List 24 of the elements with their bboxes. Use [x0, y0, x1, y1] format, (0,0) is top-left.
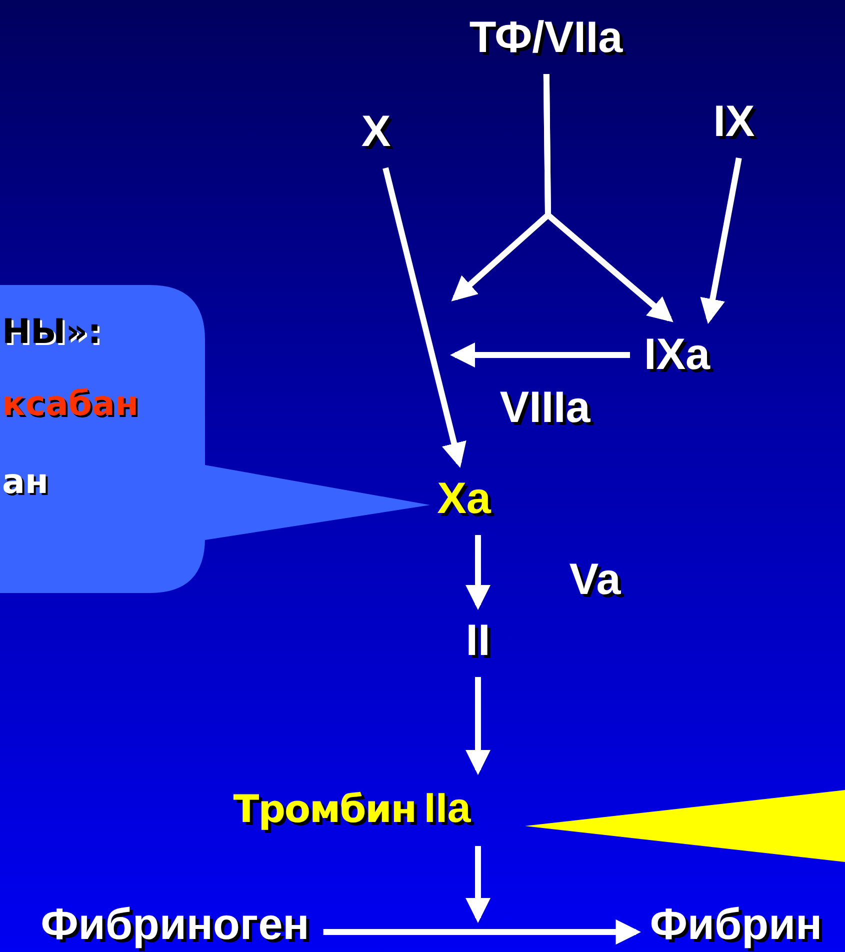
factor-label: Xa [437, 477, 491, 521]
arrow [465, 846, 491, 924]
callout-pointer [525, 790, 845, 862]
arrow [450, 342, 630, 368]
edge-label: Va [569, 558, 621, 602]
arrow [465, 677, 491, 776]
callout-text: ан [2, 465, 48, 499]
factor-label: X [361, 110, 391, 154]
factor-label: IIa [424, 784, 471, 832]
callout-text: НЫ»: [2, 315, 102, 349]
arrow [700, 157, 742, 324]
factor-label: Фибриноген [40, 903, 310, 947]
factor-label: II [466, 619, 490, 663]
arrow [323, 919, 641, 945]
factor-label: Фибрин [650, 903, 822, 947]
edge-label: VIIIa [500, 386, 590, 430]
arrow [465, 535, 491, 610]
factor-label: Тромбин [233, 787, 416, 831]
factor-label: IXa [644, 333, 710, 377]
callout-text: ксабан [2, 387, 138, 421]
factor-label: ТФ/VIIa [469, 16, 623, 60]
factor-label: IX [713, 100, 755, 144]
arrow [543, 74, 674, 322]
arrow [382, 167, 466, 468]
